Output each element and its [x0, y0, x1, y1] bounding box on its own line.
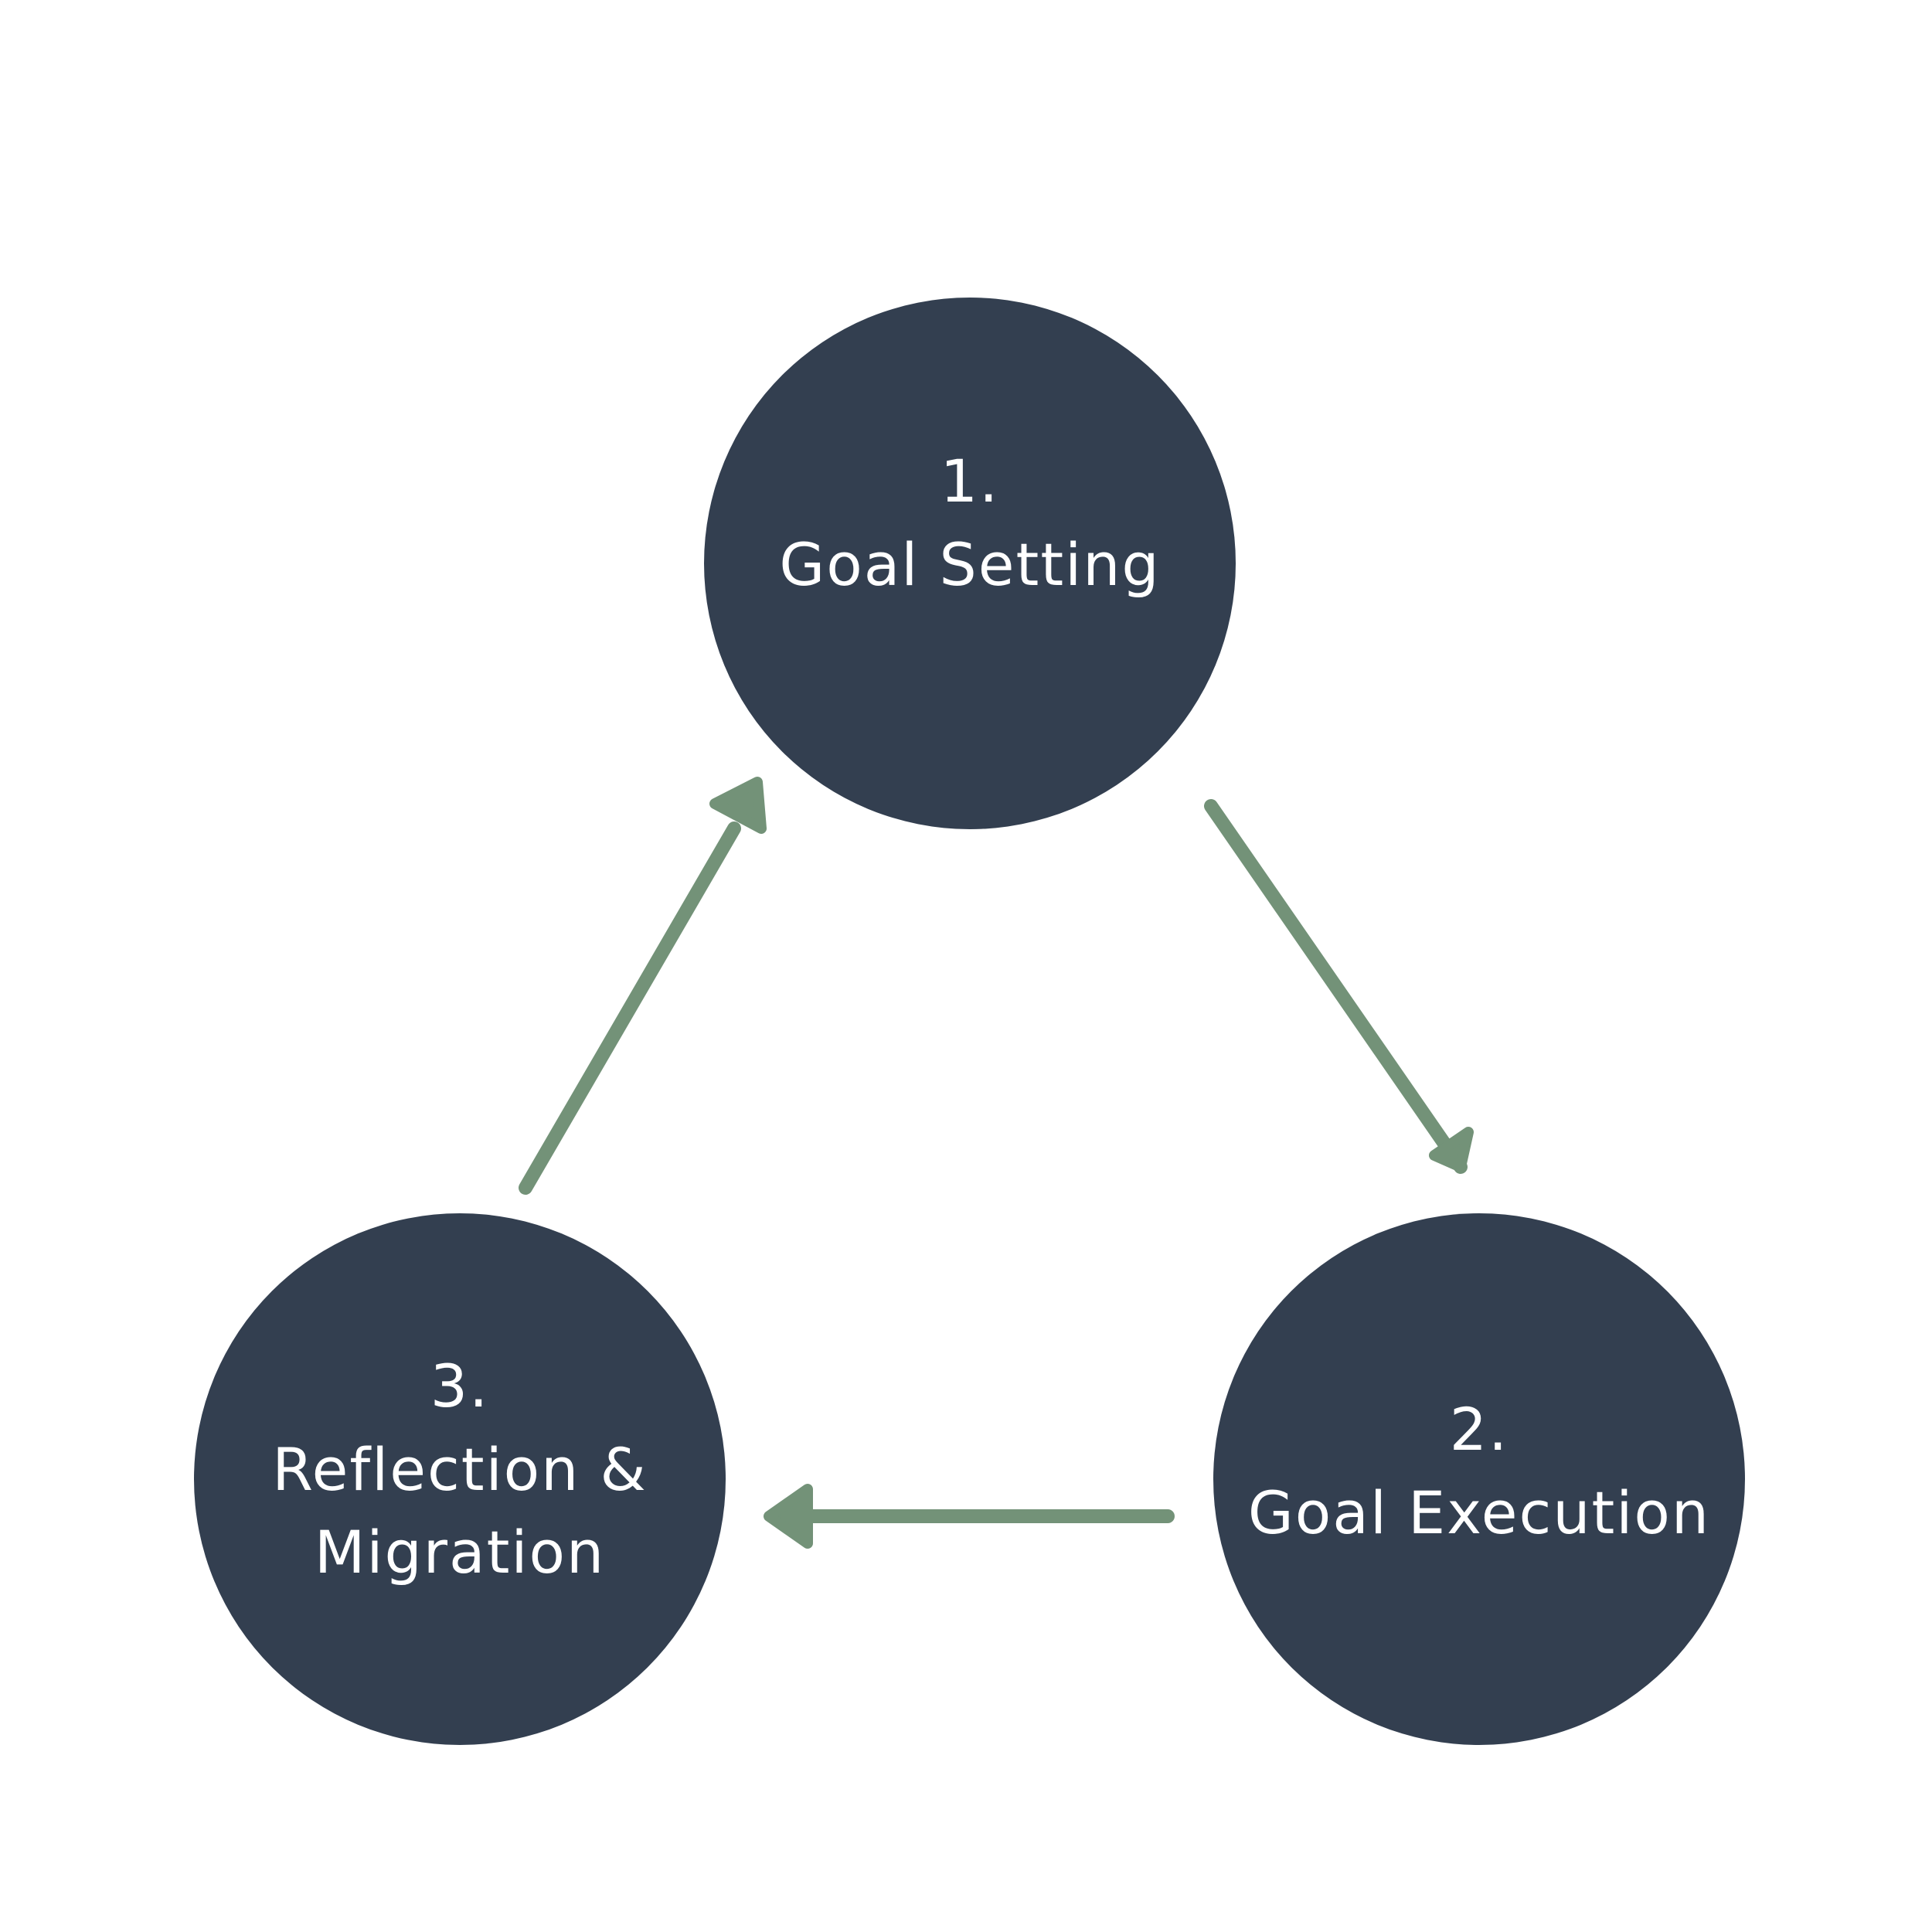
arrow-reflection-migration-to-goal-setting	[519, 777, 767, 1195]
arrow-shaft	[1204, 799, 1468, 1174]
node-number: 2.	[1449, 1395, 1509, 1464]
node-label: Reflection & Migration	[272, 1434, 648, 1587]
arrow-head	[764, 1484, 813, 1549]
node-text: 3. Reflection & Migration	[243, 1345, 676, 1595]
arrow-goal-setting-to-goal-execution	[1204, 799, 1474, 1174]
arrow-shaft	[519, 821, 741, 1195]
node-number: 3.	[430, 1351, 490, 1420]
arrow-goal-execution-to-reflection-migration	[764, 1484, 1175, 1549]
node-goal-setting: 1. Goal Setting	[704, 298, 1236, 829]
node-reflection-migration: 3. Reflection & Migration	[194, 1213, 726, 1745]
node-text: 2. Goal Execution	[1248, 1388, 1710, 1555]
node-text: 1. Goal Setting	[779, 440, 1160, 607]
node-label: Goal Setting	[779, 529, 1161, 599]
node-label: Goal Execution	[1247, 1478, 1711, 1547]
arrow-head	[1429, 1127, 1474, 1172]
node-number: 1.	[940, 446, 1000, 515]
node-goal-execution: 2. Goal Execution	[1213, 1213, 1745, 1745]
arrow-head	[709, 777, 767, 834]
